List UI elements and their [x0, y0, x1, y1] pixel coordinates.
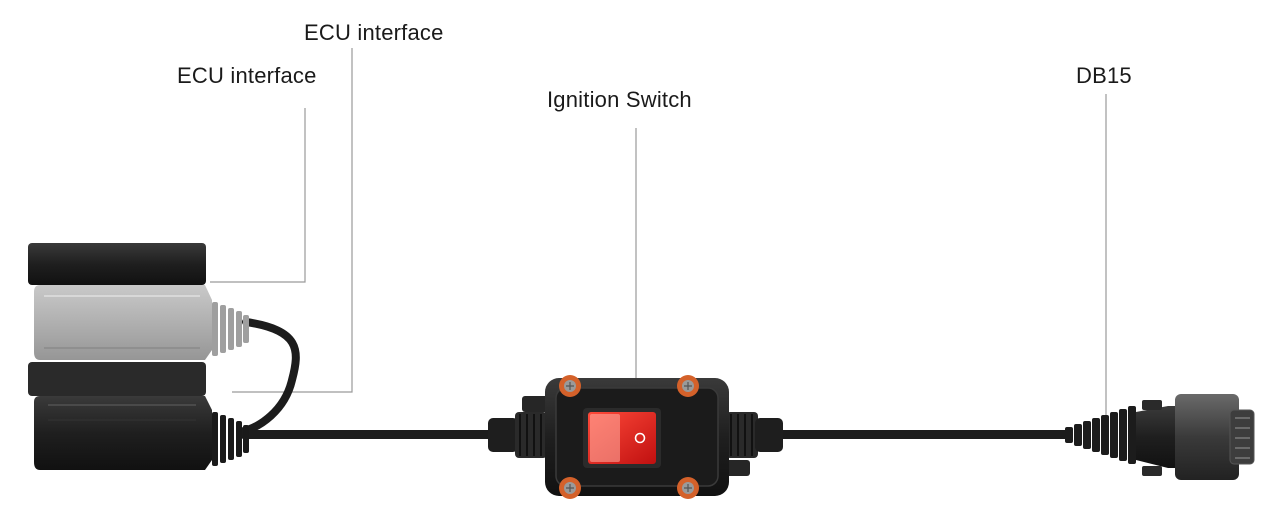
ecu-connector-lower [28, 362, 212, 470]
ecu-connector-upper [28, 243, 212, 360]
callout-line-ecu-top [232, 48, 353, 393]
cable-gland-right [726, 412, 783, 458]
db15-connector [1136, 394, 1255, 480]
ecu-lower-strain-relief [212, 412, 249, 466]
db15-strain-relief [1065, 406, 1136, 464]
main-cable [236, 318, 1070, 439]
cable-gland-left [488, 412, 547, 458]
callout-line-ecu-left [210, 108, 306, 283]
red-rocker-switch-icon [583, 408, 661, 468]
label-db15: DB15 [1076, 63, 1132, 88]
callout-lines [210, 48, 1107, 420]
label-ecu-interface-left: ECU interface [177, 63, 317, 88]
mounting-tabs [522, 396, 750, 476]
ecu-upper-strain-relief [212, 302, 249, 356]
label-ecu-interface-top: ECU interface [304, 20, 444, 45]
ignition-switch-box [545, 375, 729, 499]
corner-screws [559, 375, 699, 499]
label-ignition-switch: Ignition Switch [547, 87, 692, 112]
